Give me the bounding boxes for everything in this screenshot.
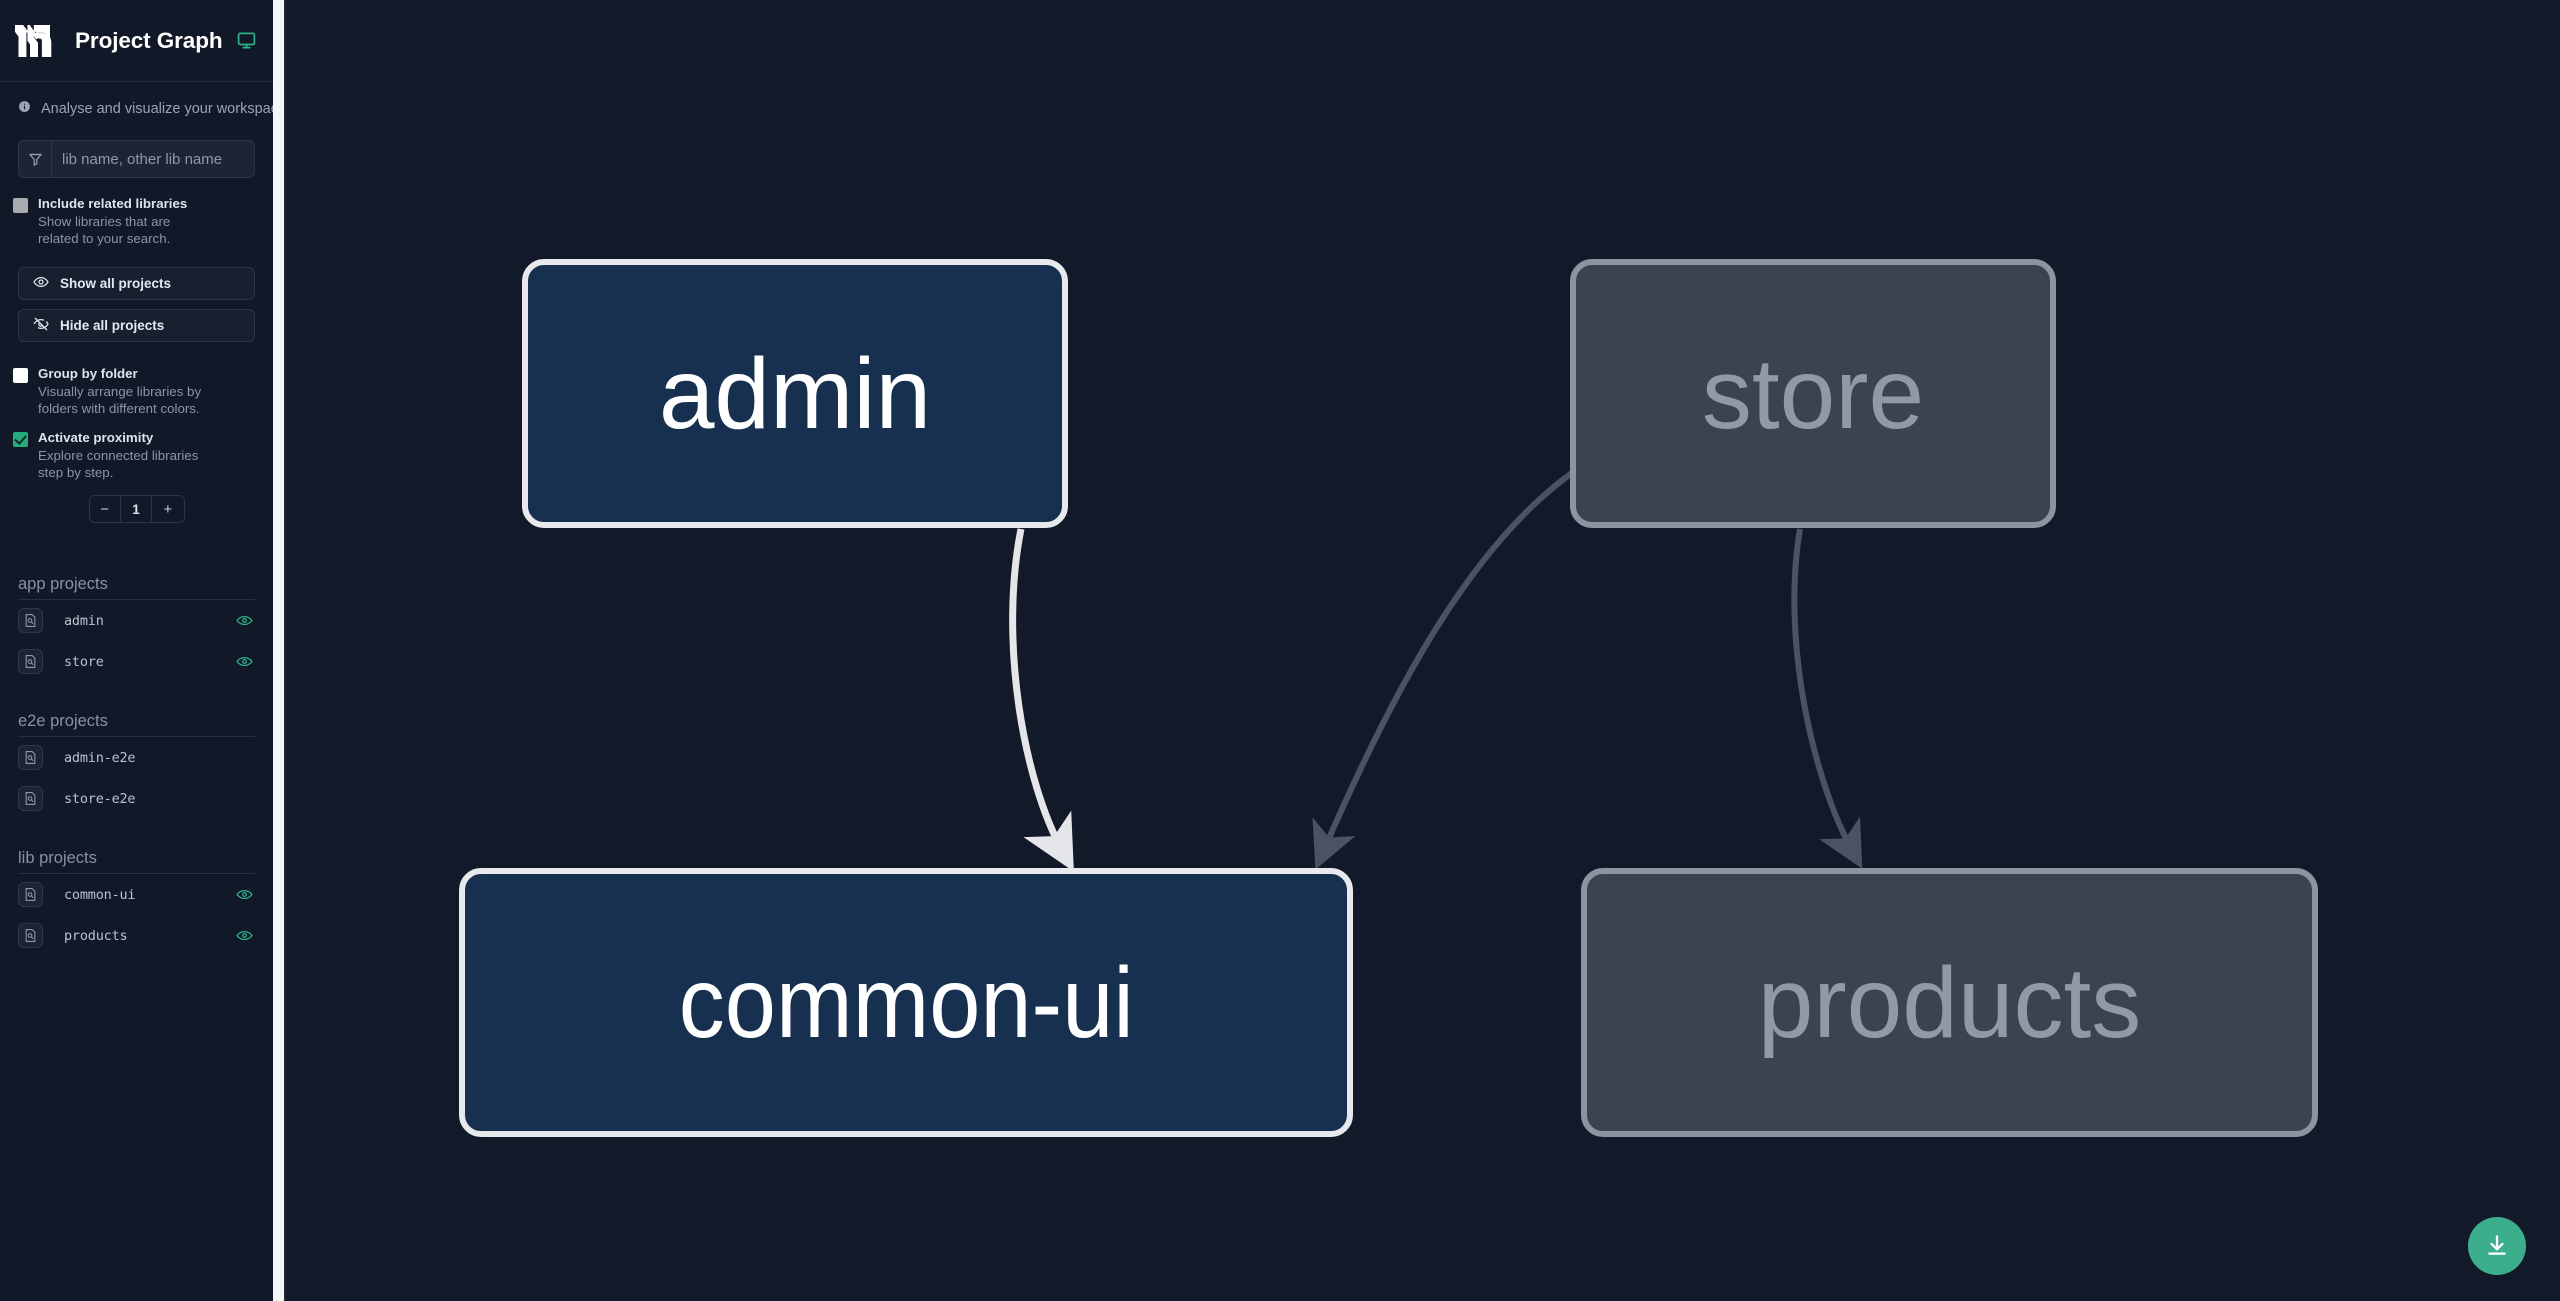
activate-proximity-checkbox[interactable] bbox=[13, 432, 28, 447]
sidebar-divider-edge bbox=[284, 0, 286, 1301]
nx-logo-icon bbox=[13, 23, 57, 59]
section-lib-projects: lib projects common-ui products bbox=[18, 845, 255, 956]
page-title: Project Graph bbox=[75, 27, 223, 53]
project-file-icon bbox=[18, 882, 43, 907]
graph-node-common-ui[interactable]: common-ui bbox=[459, 868, 1353, 1137]
edge-admin-to-common-ui bbox=[1009, 528, 1074, 872]
show-all-projects-label: Show all projects bbox=[60, 276, 172, 291]
show-all-projects-button[interactable]: Show all projects bbox=[18, 267, 255, 300]
sidebar: Project Graph Analyse and visualize your… bbox=[0, 0, 273, 1301]
project-name: store-e2e bbox=[64, 790, 136, 807]
graph-canvas[interactable]: admin store common-ui products bbox=[273, 0, 2560, 1301]
proximity-increment-button[interactable]: + bbox=[163, 500, 173, 518]
monitor-icon[interactable] bbox=[237, 31, 256, 50]
group-by-folder-checkbox[interactable] bbox=[13, 368, 28, 383]
project-name: products bbox=[64, 927, 128, 944]
option-label: Activate proximity bbox=[38, 430, 154, 445]
project-file-icon bbox=[18, 649, 43, 674]
graph-node-admin[interactable]: admin bbox=[522, 259, 1068, 528]
sidebar-project-products[interactable]: products bbox=[18, 915, 255, 956]
project-file-icon bbox=[18, 745, 43, 770]
graph-node-label: admin bbox=[658, 337, 932, 450]
proximity-stepper[interactable]: − 1 + bbox=[88, 495, 185, 523]
eye-icon[interactable] bbox=[233, 927, 255, 944]
info-icon bbox=[18, 100, 31, 118]
section-app-projects: app projects admin store bbox=[18, 571, 255, 682]
eye-icon bbox=[33, 274, 49, 293]
graph-node-label: products bbox=[1757, 946, 2142, 1059]
edge-store-to-products bbox=[1791, 528, 1863, 869]
sidebar-project-admin[interactable]: admin bbox=[18, 600, 255, 641]
tagline: Analyse and visualize your workspace. bbox=[0, 82, 273, 118]
sidebar-project-store-e2e[interactable]: store-e2e bbox=[18, 778, 255, 819]
download-image-button[interactable] bbox=[2468, 1217, 2526, 1275]
option-group-by-folder[interactable]: Group by folder Visually arrange librari… bbox=[13, 365, 255, 417]
edge-store-to-common-ui bbox=[1312, 465, 1581, 870]
proximity-decrement-button[interactable]: − bbox=[90, 496, 121, 522]
option-include-related-libraries[interactable]: Include related libraries Show libraries… bbox=[13, 195, 255, 247]
option-description: Visually arrange libraries by folders wi… bbox=[38, 384, 202, 416]
option-description: Show libraries that are related to your … bbox=[38, 214, 171, 246]
tagline-text: Analyse and visualize your workspace. bbox=[41, 101, 273, 117]
project-file-icon bbox=[18, 923, 43, 948]
eye-off-icon bbox=[33, 316, 49, 335]
hide-all-projects-button[interactable]: Hide all projects bbox=[18, 309, 255, 342]
project-file-icon bbox=[18, 608, 43, 633]
sidebar-project-store[interactable]: store bbox=[18, 641, 255, 682]
project-name: admin-e2e bbox=[64, 749, 136, 766]
graph-node-label: store bbox=[1701, 337, 1925, 450]
option-label: Include related libraries bbox=[38, 196, 188, 211]
search-bar[interactable] bbox=[18, 140, 255, 178]
option-label: Group by folder bbox=[38, 366, 138, 381]
sidebar-project-admin-e2e[interactable]: admin-e2e bbox=[18, 737, 255, 778]
section-e2e-projects: e2e projects admin-e2e store-e2e bbox=[18, 708, 255, 819]
section-title: e2e projects bbox=[18, 712, 255, 737]
hide-all-projects-label: Hide all projects bbox=[60, 318, 165, 333]
option-description: Explore connected libraries step by step… bbox=[38, 448, 199, 480]
section-title: lib projects bbox=[18, 849, 255, 874]
include-related-libraries-checkbox[interactable] bbox=[13, 198, 28, 213]
search-input[interactable] bbox=[52, 141, 254, 177]
filter-funnel-icon bbox=[19, 141, 52, 177]
sidebar-header: Project Graph bbox=[0, 0, 273, 82]
option-activate-proximity[interactable]: Activate proximity Explore connected lib… bbox=[13, 429, 255, 481]
proximity-value: 1 bbox=[121, 496, 153, 522]
graph-node-store[interactable]: store bbox=[1570, 259, 2056, 528]
eye-icon[interactable] bbox=[233, 886, 255, 903]
eye-icon[interactable] bbox=[233, 653, 255, 670]
graph-node-products[interactable]: products bbox=[1581, 868, 2318, 1137]
sidebar-resize-handle[interactable] bbox=[273, 0, 284, 1301]
sidebar-project-common-ui[interactable]: common-ui bbox=[18, 874, 255, 915]
download-icon bbox=[2484, 1232, 2510, 1261]
section-title: app projects bbox=[18, 575, 255, 600]
project-name: admin bbox=[64, 612, 104, 629]
project-file-icon bbox=[18, 786, 43, 811]
project-name: store bbox=[64, 653, 104, 670]
eye-icon[interactable] bbox=[233, 612, 255, 629]
project-name: common-ui bbox=[64, 886, 136, 903]
graph-node-label: common-ui bbox=[678, 946, 1134, 1059]
graph-edges bbox=[1009, 465, 1863, 872]
